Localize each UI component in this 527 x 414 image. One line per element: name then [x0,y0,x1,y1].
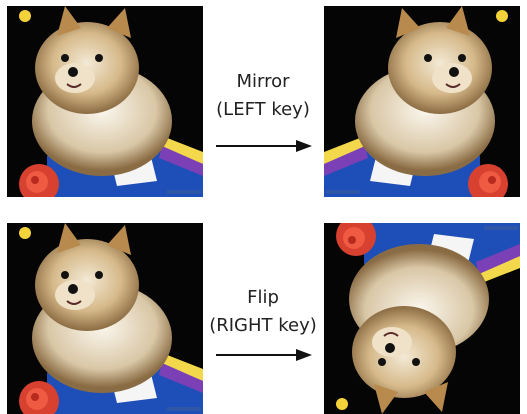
dog-photo-mirrored [324,6,520,197]
dog-photo-original [7,223,203,414]
flipped-photo [324,223,520,414]
dog-photo-original [7,6,203,197]
flip-key-label: (RIGHT key) [209,315,317,336]
original-photo-bottom [7,223,203,414]
flip-label: Flip [247,287,279,308]
mirror-label: Mirror [236,71,290,92]
right-arrow-icon [216,349,312,361]
right-arrow-icon [216,140,312,152]
mirror-key-label: (LEFT key) [216,99,310,120]
dog-photo-flipped [324,223,520,414]
original-photo-top [7,6,203,197]
mirrored-photo [324,6,520,197]
